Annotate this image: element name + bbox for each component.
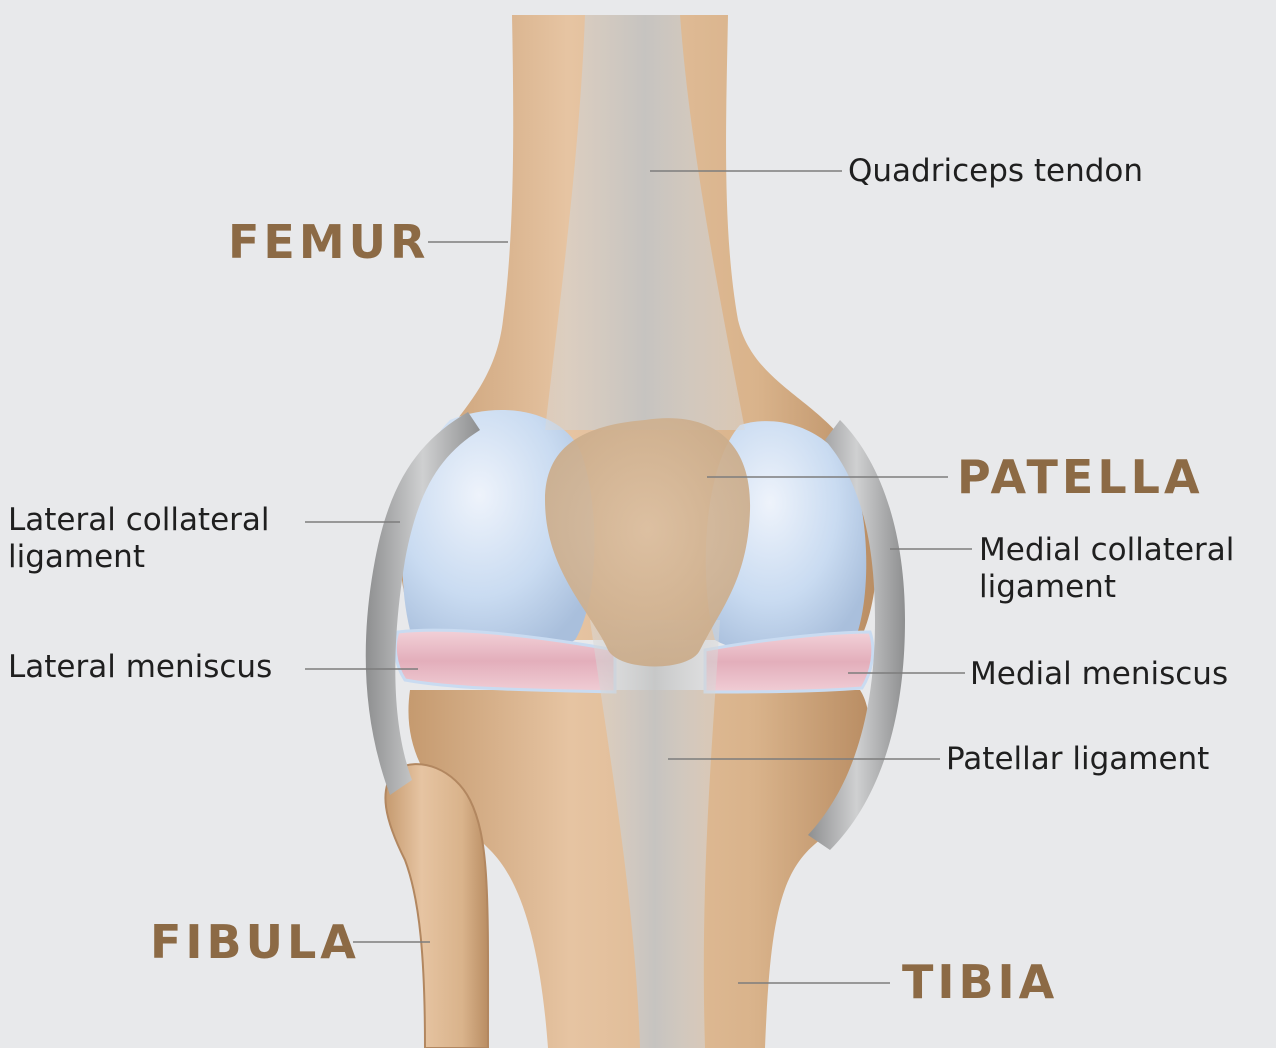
label-patellar-ligament: Patellar ligament bbox=[946, 740, 1209, 778]
label-tibia: TIBIA bbox=[902, 956, 1058, 1008]
label-patella: PATELLA bbox=[957, 451, 1204, 503]
label-medial-collateral-line2: ligament bbox=[979, 568, 1116, 606]
fibula-bone bbox=[385, 764, 488, 1048]
label-femur: FEMUR bbox=[228, 216, 429, 268]
label-quadriceps-tendon: Quadriceps tendon bbox=[848, 152, 1143, 190]
label-fibula: FIBULA bbox=[150, 916, 360, 968]
label-lateral-collateral-line1: Lateral collateral bbox=[8, 501, 270, 539]
label-lateral-collateral-line2: ligament bbox=[8, 538, 145, 576]
label-medial-meniscus: Medial meniscus bbox=[970, 655, 1228, 693]
label-medial-collateral-line1: Medial collateral bbox=[979, 531, 1234, 569]
label-lateral-meniscus: Lateral meniscus bbox=[8, 648, 272, 686]
